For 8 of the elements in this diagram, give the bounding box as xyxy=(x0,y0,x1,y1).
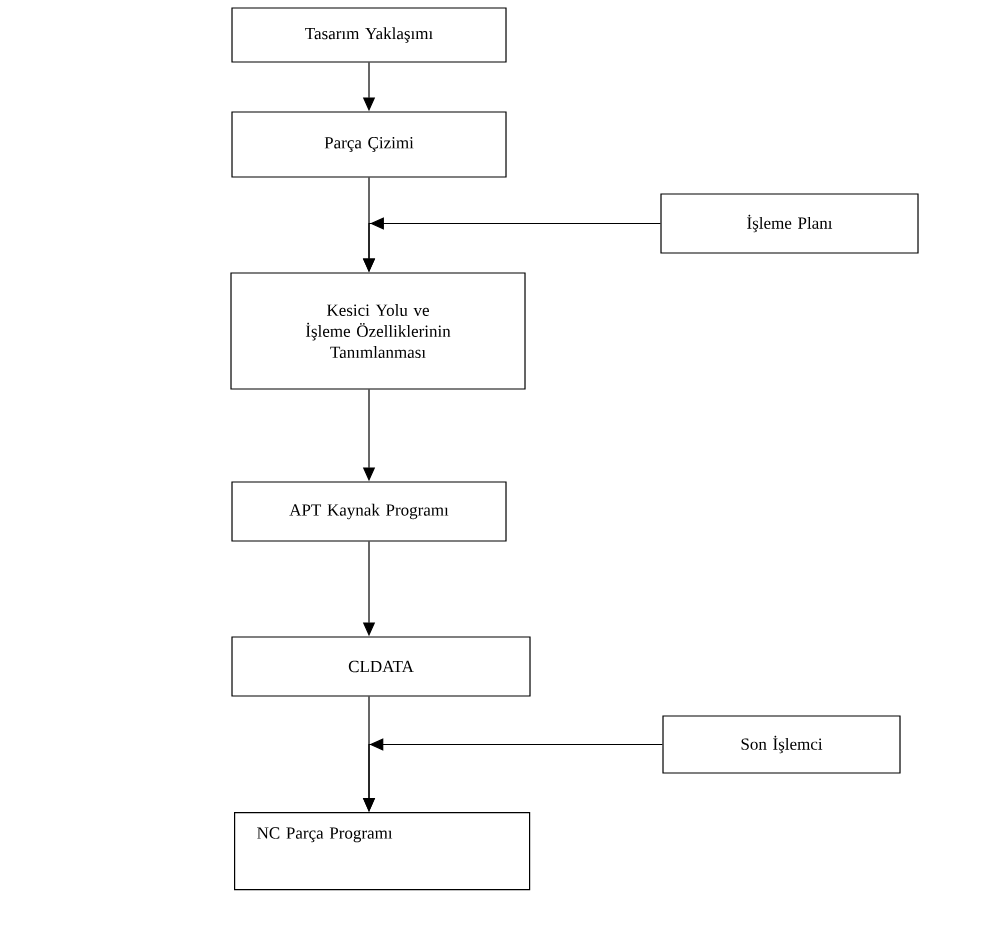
process-box: İşleme Planı xyxy=(660,193,919,254)
process-box: Tasarım Yaklaşımı xyxy=(231,7,507,63)
process-box: Son İşlemci xyxy=(662,715,901,774)
process-box: APT Kaynak Programı xyxy=(231,481,507,542)
process-box: NC Parça Programı xyxy=(234,812,531,891)
process-box: Kesici Yolu ve İşleme Özelliklerinin Tanımlanması xyxy=(230,272,526,390)
process-box: Parça Çizimi xyxy=(231,111,507,178)
process-box: CLDATA xyxy=(231,636,531,697)
